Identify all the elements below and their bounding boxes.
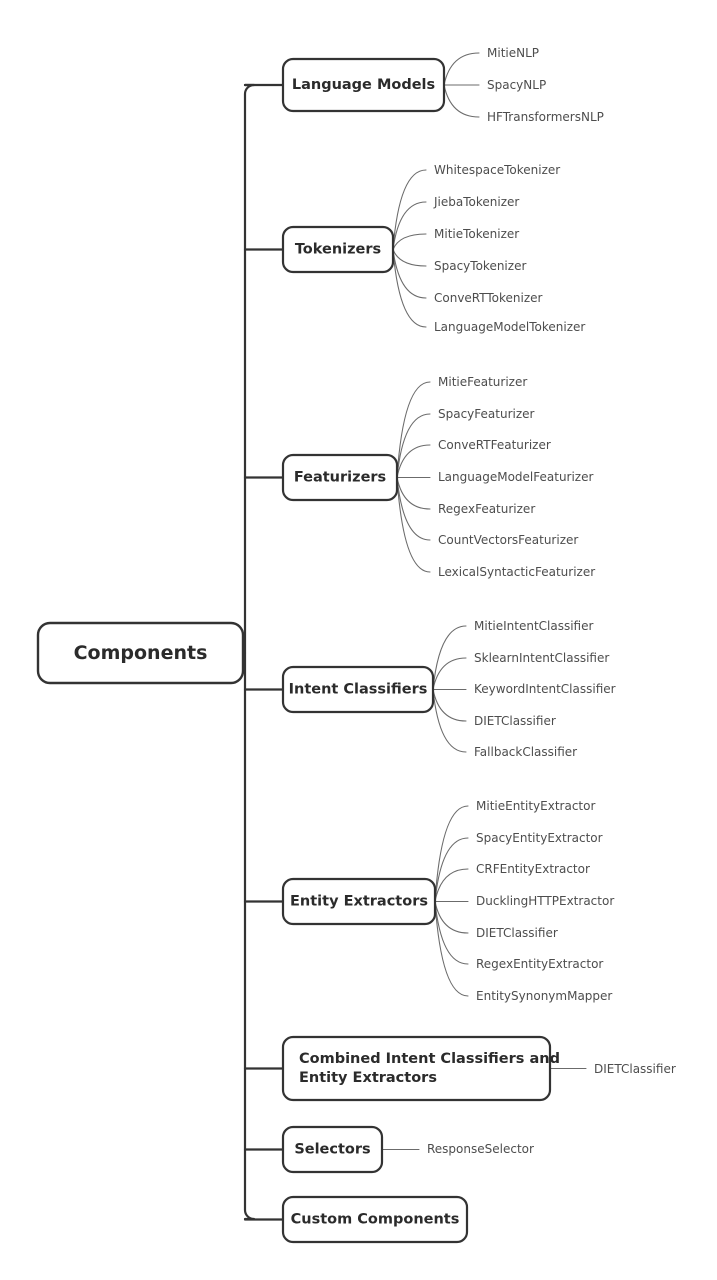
branch-node-label-language-models: Language Models — [292, 77, 435, 93]
leaf-connector-intent-classifiers-1 — [432, 657, 467, 691]
branch-node-featurizers[interactable]: Featurizers — [281, 453, 399, 502]
branch-node-label-featurizers: Featurizers — [294, 470, 386, 486]
leaf-connector-tokenizers-3 — [392, 248, 427, 267]
leaf-connector-intent-classifiers-3 — [432, 688, 467, 722]
branch-node-custom-components[interactable]: Custom Components — [281, 1195, 469, 1244]
leaf-connector-featurizers-2 — [396, 444, 431, 479]
leaf-label-featurizers-4[interactable]: RegexFeaturizer — [438, 502, 535, 516]
leaf-label-entity-extractors-0[interactable]: MitieEntityExtractor — [476, 799, 595, 813]
leaf-label-combined-intent-classifiers-and-entity-extractors-0[interactable]: DIETClassifier — [594, 1062, 676, 1076]
root-node-label: Components — [74, 642, 208, 664]
branch-node-box-entity-extractors[interactable] — [281, 877, 437, 926]
branch-node-tokenizers[interactable]: Tokenizers — [281, 225, 395, 274]
leaf-connector-language-models-0 — [443, 52, 480, 86]
leaf-label-tokenizers-5[interactable]: LanguageModelTokenizer — [434, 320, 585, 334]
branch-node-label-selectors: Selectors — [294, 1142, 370, 1158]
leaf-connector-intent-classifiers-0 — [432, 625, 467, 691]
branch-node-label-intent-classifiers: Intent Classifiers — [289, 682, 428, 698]
branch-node-box-selectors[interactable] — [281, 1125, 384, 1174]
leaf-connector-layer — [381, 52, 587, 1151]
leaf-label-intent-classifiers-1[interactable]: SklearnIntentClassifier — [474, 651, 609, 665]
branch-node-box-custom-components[interactable] — [281, 1195, 469, 1244]
leaf-label-entity-extractors-1[interactable]: SpacyEntityExtractor — [476, 831, 603, 845]
leaf-connector-entity-extractors-0 — [434, 805, 469, 903]
branch-node-language-models[interactable]: Language Models — [281, 57, 446, 113]
leaf-label-tokenizers-0[interactable]: WhitespaceTokenizer — [434, 163, 560, 177]
branch-node-label-tokenizers: Tokenizers — [295, 242, 381, 258]
leaf-connector-tokenizers-4 — [392, 248, 427, 299]
leaf-label-tokenizers-1[interactable]: JiebaTokenizer — [433, 195, 519, 209]
branch-node-box-combined-intent-classifiers-and-entity-extractors[interactable] — [281, 1035, 552, 1102]
leaf-label-tokenizers-2[interactable]: MitieTokenizer — [434, 227, 519, 241]
leaf-label-language-models-2[interactable]: HFTransformersNLP — [487, 110, 604, 124]
leaf-label-entity-extractors-2[interactable]: CRFEntityExtractor — [476, 862, 590, 876]
leaf-label-featurizers-1[interactable]: SpacyFeaturizer — [438, 407, 535, 421]
trunk-layer — [241, 83, 256, 1221]
leaf-connector-intent-classifiers-4 — [432, 688, 467, 753]
leaf-label-entity-extractors-5[interactable]: RegexEntityExtractor — [476, 957, 603, 971]
branch-node-selectors[interactable]: Selectors — [281, 1125, 384, 1174]
leaf-label-featurizers-2[interactable]: ConveRTFeaturizer — [438, 438, 551, 452]
leaf-label-language-models-0[interactable]: MitieNLP — [487, 46, 539, 60]
leaf-label-selectors-0[interactable]: ResponseSelector — [427, 1142, 534, 1156]
leaf-label-entity-extractors-3[interactable]: DucklingHTTPExtractor — [476, 894, 614, 908]
leaf-label-entity-extractors-4[interactable]: DIETClassifier — [476, 926, 558, 940]
leaf-label-entity-extractors-6[interactable]: EntitySynonymMapper — [476, 989, 612, 1003]
branch-connector-layer — [243, 83, 285, 1221]
leaf-label-featurizers-0[interactable]: MitieFeaturizer — [438, 375, 527, 389]
leaf-connector-language-models-2 — [443, 84, 480, 118]
branch-node-intent-classifiers[interactable]: Intent Classifiers — [281, 665, 435, 714]
leaf-connector-tokenizers-1 — [392, 201, 427, 251]
leaf-connector-entity-extractors-6 — [434, 900, 469, 997]
leaf-connector-entity-extractors-1 — [434, 837, 469, 903]
leaf-connector-featurizers-1 — [396, 413, 431, 479]
branch-node-box-tokenizers[interactable] — [281, 225, 395, 274]
branch-node-box-language-models[interactable] — [281, 57, 446, 113]
root-node-box[interactable] — [36, 621, 245, 685]
leaf-label-featurizers-6[interactable]: LexicalSyntacticFeaturizer — [438, 565, 595, 579]
branch-node-label-custom-components: Custom Components — [291, 1212, 460, 1228]
branch-node-label-entity-extractors: Entity Extractors — [290, 894, 428, 910]
root-node[interactable]: Components — [36, 621, 245, 685]
leaf-connector-featurizers-6 — [396, 476, 431, 573]
leaf-label-intent-classifiers-0[interactable]: MitieIntentClassifier — [474, 619, 593, 633]
leaf-connector-tokenizers-5 — [392, 248, 427, 328]
branch-node-box-intent-classifiers[interactable] — [281, 665, 435, 714]
branch-node-entity-extractors[interactable]: Entity Extractors — [281, 877, 437, 926]
branch-node-box-featurizers[interactable] — [281, 453, 399, 502]
leaf-label-intent-classifiers-4[interactable]: FallbackClassifier — [474, 745, 577, 759]
leaf-connector-featurizers-0 — [396, 381, 431, 479]
leaf-connector-tokenizers-0 — [392, 169, 427, 251]
branch-node-label-line: Combined Intent Classifiers and — [299, 1051, 560, 1067]
leaf-connector-entity-extractors-4 — [434, 900, 469, 934]
leaf-label-tokenizers-3[interactable]: SpacyTokenizer — [434, 259, 526, 273]
leaf-layer: MitieNLP SpacyNLP HFTransformersNLP Whitesp… — [427, 46, 676, 1156]
leaf-label-intent-classifiers-2[interactable]: KeywordIntentClassifier — [474, 682, 616, 696]
leaf-connector-tokenizers-2 — [392, 233, 427, 251]
leaf-connector-featurizers-4 — [396, 476, 431, 510]
leaf-connector-entity-extractors-2 — [434, 868, 469, 903]
leaf-label-intent-classifiers-3[interactable]: DIETClassifier — [474, 714, 556, 728]
trunk-spine — [243, 83, 256, 1221]
leaf-label-tokenizers-4[interactable]: ConveRTTokenizer — [434, 291, 543, 305]
leaf-label-featurizers-5[interactable]: CountVectorsFeaturizer — [438, 533, 578, 547]
node-layer: Components Language ModelsTokenizersFeatu… — [36, 57, 560, 1244]
branch-node-label-line: Entity Extractors — [299, 1070, 437, 1086]
leaf-label-language-models-1[interactable]: SpacyNLP — [487, 78, 546, 92]
leaf-label-featurizers-3[interactable]: LanguageModelFeaturizer — [438, 470, 593, 484]
